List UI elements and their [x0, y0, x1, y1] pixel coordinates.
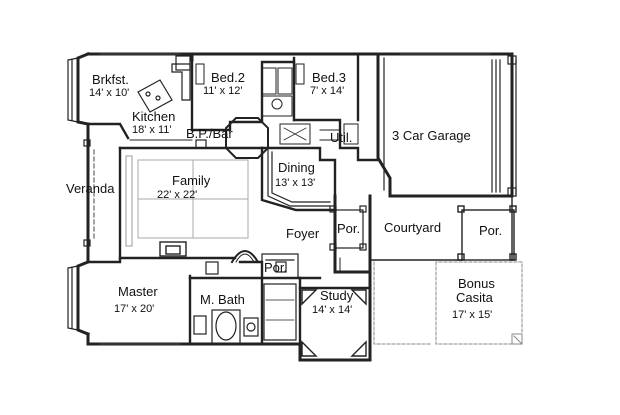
family-size: 22' x 22' — [157, 189, 197, 201]
por-small-label: Por. — [264, 260, 287, 275]
window-lines — [99, 53, 491, 345]
veranda-label: Veranda — [66, 181, 115, 196]
bonus-casita-outline — [373, 261, 523, 345]
por-casita-label: Por. — [479, 223, 502, 238]
foyer-label: Foyer — [286, 226, 320, 241]
interior-walls — [86, 52, 380, 346]
mbath-label: M. Bath — [200, 292, 245, 307]
foyer-arch — [230, 250, 260, 264]
utility-room — [319, 123, 359, 145]
kitchen-island — [129, 55, 207, 149]
bedroom-closets — [195, 63, 305, 123]
brkfst-size: 14' x 10' — [89, 87, 129, 99]
kitchen-size: 18' x 11' — [132, 124, 171, 136]
brkfst-label: Brkfst. — [92, 72, 129, 87]
casita-size: 17' x 15' — [452, 309, 492, 321]
dining-label: Dining — [278, 160, 315, 175]
master-bath-fixtures — [193, 261, 297, 345]
bed2-size: 11' x 12' — [203, 85, 242, 97]
dining-bay — [267, 123, 331, 207]
casita-label-line1: Bonus — [458, 276, 495, 291]
room-labels: Brkfst. 14' x 10' Bed.2 11' x 12' Bed.3 … — [66, 70, 502, 321]
family-room-layout — [125, 155, 249, 247]
kitchen-label: Kitchen — [132, 109, 175, 124]
breakfast-bay — [67, 57, 79, 123]
master-label: Master — [118, 284, 158, 299]
veranda-posts — [83, 139, 95, 247]
bed3-size: 7' x 14' — [310, 85, 344, 97]
master-bay — [67, 265, 79, 331]
bed3-label: Bed.3 — [312, 70, 346, 85]
por-front-label: Por. — [337, 221, 360, 236]
master-size: 17' x 20' — [114, 303, 154, 315]
family-label: Family — [172, 173, 211, 188]
front-porch — [329, 205, 367, 273]
bar-octagon — [225, 117, 269, 159]
study-corners — [301, 289, 367, 357]
fireplace — [159, 241, 187, 257]
casita-label-line2: Casita — [456, 290, 494, 305]
casita-porch — [457, 205, 517, 261]
bpbar-label: B.P./Bar — [186, 126, 233, 141]
courtyard-label: Courtyard — [384, 220, 441, 235]
study-label: Study — [320, 288, 354, 303]
dining-size: 13' x 13' — [275, 177, 315, 189]
study-size: 14' x 14' — [312, 304, 352, 316]
garage-label: 3 Car Garage — [392, 128, 471, 143]
bed2-label: Bed.2 — [211, 70, 245, 85]
small-porch — [261, 253, 299, 279]
util-label: Util. — [330, 130, 352, 145]
garage-detail — [383, 55, 517, 197]
